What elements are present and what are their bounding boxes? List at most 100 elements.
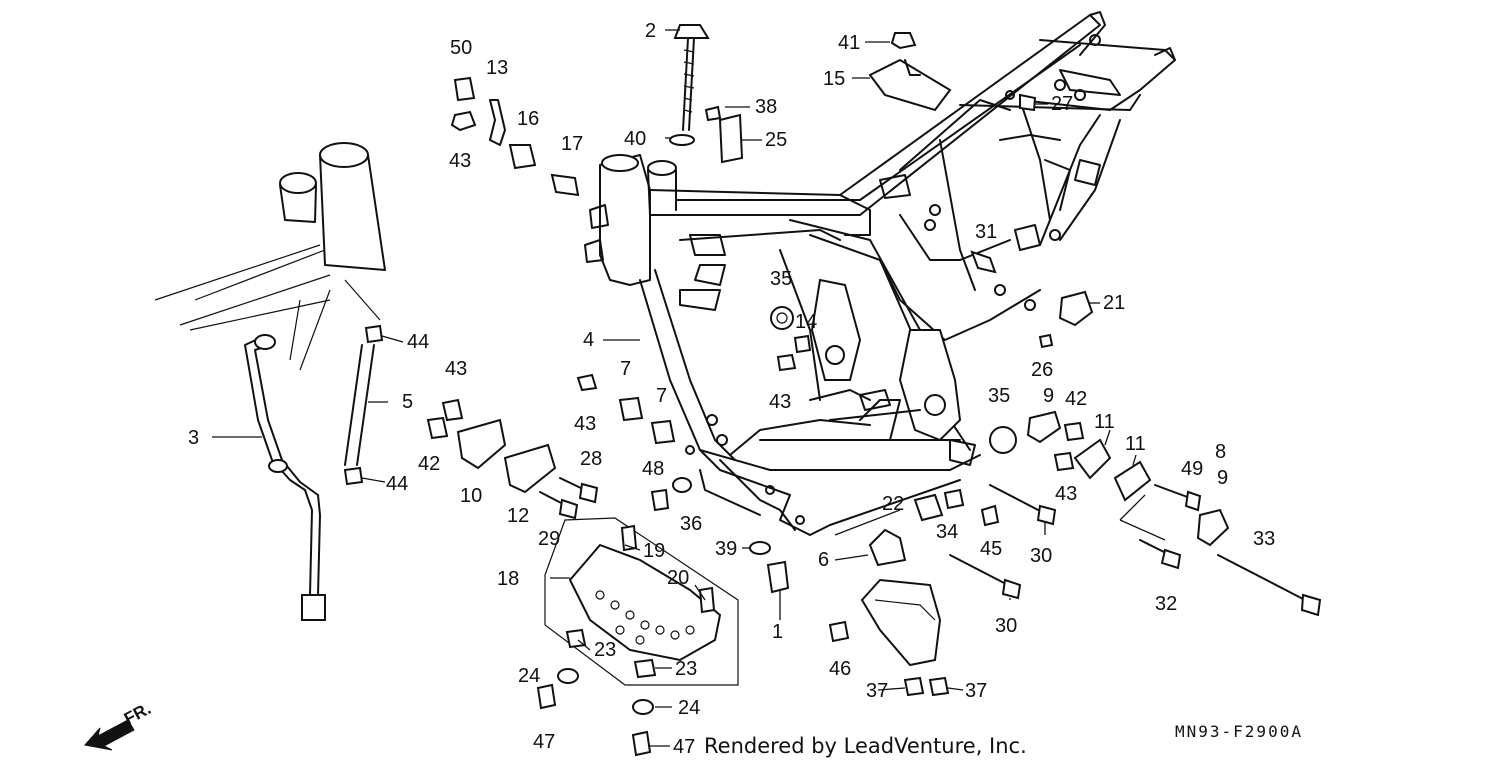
callout-18: 18 — [497, 568, 519, 590]
part-37-nut-a — [903, 676, 925, 697]
part-20-bolt — [698, 586, 716, 614]
part-30-bolt-a — [989, 484, 1043, 513]
callout-23a: 23 — [594, 639, 616, 661]
part-9-clamp-b — [1196, 508, 1230, 547]
front-direction-indicator: FR. — [84, 699, 154, 751]
part-6-bracket — [868, 528, 907, 567]
part-43-nut-e — [1053, 451, 1075, 472]
callout-11a: 11 — [1094, 411, 1115, 433]
callout-22: 22 — [882, 493, 904, 515]
callout-30b: 30 — [995, 615, 1017, 637]
part-16-collar — [508, 144, 537, 170]
callout-41: 41 — [838, 32, 860, 54]
callout-46: 46 — [829, 658, 851, 680]
callout-11b: 11 — [1125, 433, 1146, 455]
callout-48: 48 — [642, 458, 664, 480]
part-7-collar-a — [618, 396, 644, 422]
callout-42a: 42 — [418, 453, 440, 475]
part-42-nut-a — [426, 416, 449, 440]
callout-42b: 42 — [1065, 388, 1087, 410]
callout-29: 29 — [538, 528, 560, 550]
part-35-grommet-a — [770, 306, 794, 330]
callout-8: 8 — [1215, 441, 1226, 463]
fork-phantom — [154, 244, 331, 371]
callout-2: 2 — [645, 20, 656, 42]
part-12-plate — [503, 443, 557, 494]
callout-43d: 43 — [445, 358, 467, 380]
callout-36: 36 — [680, 513, 702, 535]
part-44-clip-a — [364, 324, 384, 344]
callout-19: 19 — [643, 540, 665, 562]
part-34-nut — [943, 488, 965, 510]
frame-body — [584, 11, 1176, 536]
part-5-hose — [344, 344, 375, 466]
callout-13: 13 — [486, 57, 508, 79]
part-11-plate-b — [1113, 460, 1152, 502]
part-24-washer-b — [632, 699, 654, 715]
part-36-washer — [672, 477, 692, 493]
callout-28: 28 — [580, 448, 602, 470]
part-14-bolt — [793, 334, 812, 354]
callout-45: 45 — [980, 538, 1002, 560]
callout-33: 33 — [1253, 528, 1275, 550]
part-23-nut-b — [633, 658, 657, 679]
part-30-bolt-b — [949, 554, 1009, 586]
part-24-washer-a — [557, 668, 579, 684]
part-39-washer — [749, 541, 771, 555]
callout-15: 15 — [823, 68, 845, 90]
part-43-nut-d — [441, 398, 464, 422]
part-31-bolt — [970, 250, 997, 274]
callout-labels: 1 2 3 4 5 6 7 7 8 9 9 10 11 11 12 13 14 … — [188, 20, 1275, 758]
part-23-nut-a — [565, 628, 587, 649]
callout-9a: 9 — [1043, 385, 1054, 407]
callout-49: 49 — [1181, 458, 1203, 480]
callout-34: 34 — [936, 521, 958, 543]
part-25-plate — [718, 113, 744, 164]
part-43-nut-b — [776, 353, 797, 372]
callout-43e: 43 — [1055, 483, 1077, 505]
callout-23b: 23 — [675, 658, 697, 680]
part-1-drain-bolt — [766, 560, 790, 594]
part-38-bolt — [704, 105, 722, 122]
part-44-clip-b — [343, 466, 364, 486]
callout-10: 10 — [460, 485, 482, 507]
part-27-bush — [1019, 93, 1037, 112]
callout-3: 3 — [188, 427, 199, 449]
part-43-nut-a — [450, 110, 477, 132]
parts — [154, 24, 1322, 757]
part-43-nut-c — [576, 373, 598, 392]
callout-16: 16 — [517, 108, 539, 130]
callout-27: 27 — [1051, 93, 1073, 115]
callout-43c: 43 — [574, 413, 596, 435]
callout-37b: 37 — [965, 680, 987, 702]
callout-37a: 37 — [866, 680, 888, 702]
part-50-bolt — [453, 76, 476, 102]
part-46-bolt — [828, 620, 850, 643]
part-48-bolt — [650, 488, 670, 512]
front-arrow-icon — [84, 719, 135, 751]
part-40-washer — [669, 134, 695, 146]
callout-9b: 9 — [1217, 467, 1228, 489]
part-42-nut-b — [1063, 421, 1085, 442]
callout-7b: 7 — [656, 385, 667, 407]
part-41-nut — [890, 32, 917, 50]
callout-7a: 7 — [620, 358, 631, 380]
part-2-bolt — [682, 37, 695, 131]
part-17-collar — [550, 173, 580, 197]
part-2-cap — [673, 24, 710, 39]
part-33-bolt — [1217, 554, 1306, 601]
callout-35a: 35 — [770, 268, 792, 290]
part-13-clip — [489, 99, 506, 146]
callout-44b: 44 — [386, 473, 408, 495]
callout-21: 21 — [1103, 292, 1125, 314]
reservoir-tank — [860, 578, 942, 667]
callout-20: 20 — [667, 567, 689, 589]
part-7-collar-b — [650, 419, 676, 445]
callout-6: 6 — [818, 549, 829, 571]
part-18-skid-plate — [568, 543, 722, 662]
callout-47a: 47 — [533, 731, 555, 753]
leader-lines — [212, 29, 1166, 747]
callout-26: 26 — [1031, 359, 1053, 381]
